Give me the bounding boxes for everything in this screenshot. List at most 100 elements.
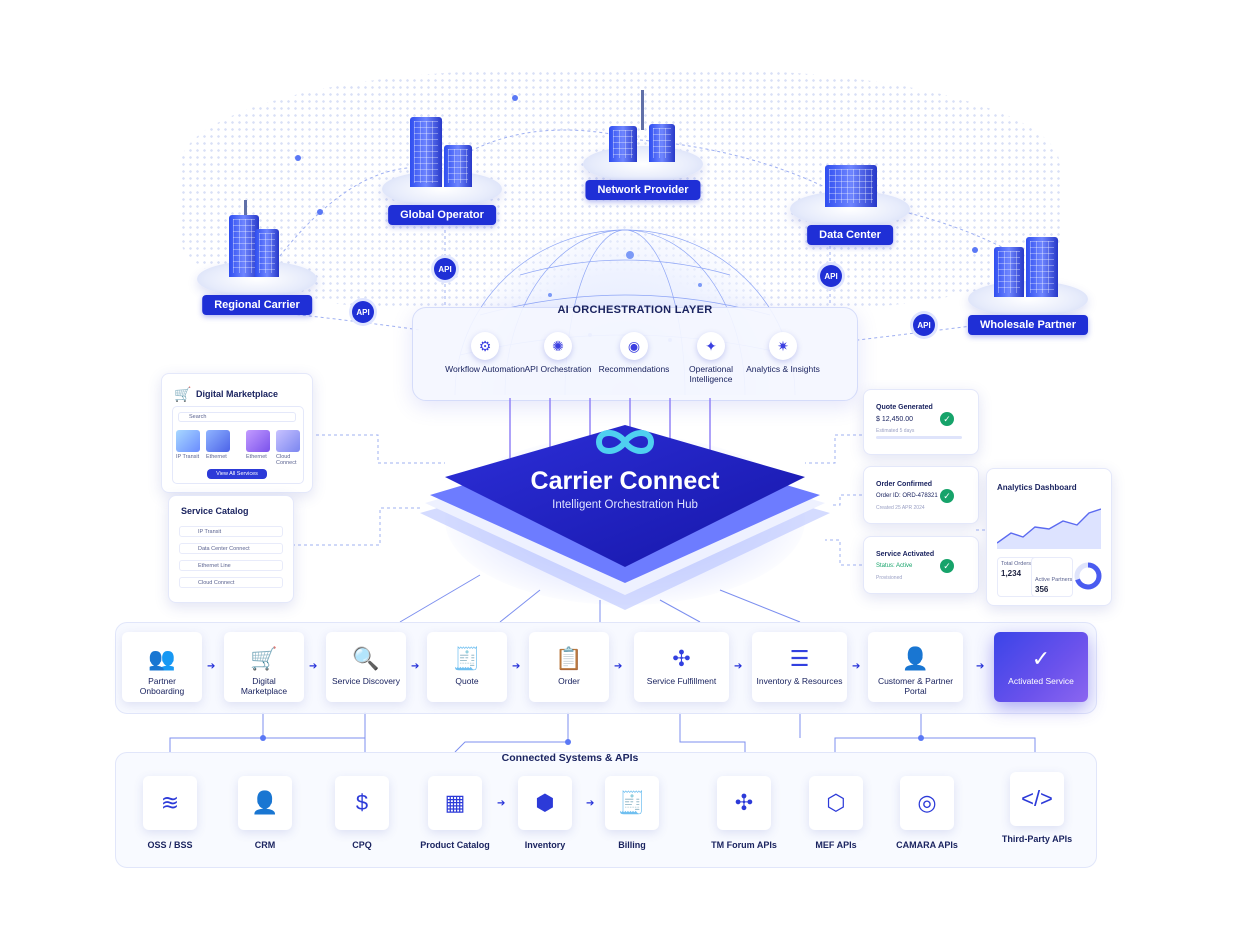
search-icon: 🔍	[352, 646, 380, 671]
recommendations[interactable]: ◉ Recommendations	[594, 332, 674, 374]
flow-label: Service Fulfillment	[646, 676, 717, 686]
active-partners-label: Active Partners	[1035, 577, 1073, 583]
tile-ip-transit[interactable]	[176, 430, 200, 452]
api-orchestration-label: API Orchestration	[524, 364, 592, 374]
flow-customer-partner-portal[interactable]: 👤 Customer & Partner Portal	[868, 632, 963, 702]
flow-label: Quote	[455, 676, 479, 686]
flow-activated-service[interactable]: ✓ Activated Service	[994, 632, 1088, 702]
oss-bss-icon[interactable]: ≋	[143, 776, 197, 830]
flow-quote[interactable]: 🧾 Quote	[427, 632, 507, 702]
operational-intelligence-label: Operational Intelligence	[689, 364, 733, 384]
arrow-right-icon: ➔	[512, 661, 521, 672]
arrow-right-icon: ➔	[734, 661, 743, 672]
tile-label: Ethernet	[206, 454, 227, 460]
status-title: Quote Generated	[876, 404, 933, 411]
operational-intelligence[interactable]: ✦ Operational Intelligence	[671, 332, 751, 384]
mef-hexagon-icon[interactable]: ⬡	[809, 776, 863, 830]
flow-label: Digital Marketplace	[240, 676, 288, 696]
flow-service-discovery[interactable]: 🔍 Service Discovery	[326, 632, 406, 702]
api-badge: API	[434, 258, 456, 280]
infinity-logo-icon	[595, 430, 655, 454]
system-label: Billing	[618, 840, 646, 850]
arrow-right-icon: ➔	[411, 661, 420, 672]
ai-orchestration-layer: AI ORCHESTRATION LAYER ⚙ Workflow Automa…	[412, 304, 858, 401]
product-catalog-grid-icon[interactable]: ▦	[428, 776, 482, 830]
tile-cloud-connect[interactable]	[276, 430, 300, 452]
workflow-automation[interactable]: ⚙ Workflow Automation	[445, 332, 525, 374]
data-center-node[interactable]: Data Center	[790, 135, 910, 245]
crm-user-icon[interactable]: 👤	[238, 776, 292, 830]
code-brackets-icon[interactable]: </>	[1010, 772, 1064, 826]
clipboard-icon: 📋	[555, 646, 583, 671]
catalog-item-ip-transit[interactable]: IP Transit	[179, 526, 283, 537]
regional-carrier-node[interactable]: Regional Carrier	[197, 200, 317, 315]
marketplace-search-input[interactable]: Search	[178, 412, 296, 422]
catalog-item-ethernet-line[interactable]: Ethernet Line	[179, 560, 283, 571]
flow-label: Service Discovery	[331, 676, 401, 686]
service-activated-card[interactable]: Service Activated Status: Active Provisi…	[863, 536, 979, 594]
recommendations-icon: ◉	[620, 332, 648, 360]
status-value: Order ID: ORD-478321	[876, 493, 938, 499]
analytics-dashboard-card[interactable]: Analytics Dashboard Total Orders 1,234 A…	[986, 468, 1112, 606]
regional-carrier-label: Regional Carrier	[202, 295, 312, 315]
tile-ethernet-2[interactable]	[246, 430, 270, 452]
system-label: Product Catalog	[420, 840, 490, 850]
flow-label: Activated Service	[1008, 676, 1074, 686]
total-orders-value: 1,234	[1001, 569, 1022, 578]
flow-service-fulfillment[interactable]: ✣ Service Fulfillment	[634, 632, 729, 702]
system-label: TM Forum APIs	[711, 840, 777, 850]
flow-label: Partner Onboarding	[139, 676, 185, 696]
arrow-right-icon: ➔	[497, 798, 506, 809]
status-sub: Estimated 5 days	[876, 428, 915, 434]
system-label: MEF APIs	[815, 840, 857, 850]
digital-marketplace-card[interactable]: 🛒 Digital Marketplace Search IP Transit …	[161, 373, 313, 493]
order-confirmed-card[interactable]: Order Confirmed Order ID: ORD-478321 Cre…	[863, 466, 979, 524]
flow-label: Order	[558, 676, 580, 686]
catalog-item-data-center-connect[interactable]: Data Center Connect	[179, 543, 283, 554]
network-icon: ✷	[769, 332, 797, 360]
tile-label: Ethernet	[246, 454, 267, 460]
active-partners-value: 356	[1035, 585, 1049, 594]
status-title: Order Confirmed	[876, 481, 933, 488]
status-value: Status: Active	[876, 563, 913, 569]
system-label: CPQ	[352, 840, 372, 850]
catalog-item-cloud-connect[interactable]: Cloud Connect	[179, 577, 283, 588]
global-operator-node[interactable]: Global Operator	[382, 115, 502, 225]
catalog-title: Service Catalog	[181, 506, 249, 516]
billing-receipt-icon[interactable]: 🧾	[605, 776, 659, 830]
analytics-line-chart	[997, 508, 1101, 549]
status-sub: Created 25 APR 2024	[876, 505, 925, 511]
tile-label: Cloud Connect	[276, 454, 297, 466]
brain-icon: ✦	[697, 332, 725, 360]
wholesale-partner-node[interactable]: Wholesale Partner	[968, 225, 1088, 335]
carrier-connect-hub[interactable]: Carrier Connect Intelligent Orchestratio…	[415, 395, 835, 620]
view-all-services-button[interactable]: View All Services	[207, 469, 267, 479]
arrow-right-icon: ➔	[586, 798, 595, 809]
flow-order[interactable]: 📋 Order	[529, 632, 609, 702]
flow-inventory-resources[interactable]: ☰ Inventory & Resources	[752, 632, 847, 702]
flow-partner-onboarding[interactable]: 👥 Partner Onboarding	[122, 632, 202, 702]
api-orchestration[interactable]: ✺ API Orchestration	[518, 332, 598, 374]
tile-label: IP Transit	[176, 454, 200, 460]
donut-chart	[1074, 562, 1102, 590]
cpq-dollar-icon[interactable]: $	[335, 776, 389, 830]
quote-generated-card[interactable]: Quote Generated $ 12,450.00 Estimated 5 …	[863, 389, 979, 455]
arrow-right-icon: ➔	[976, 661, 985, 672]
service-catalog-card[interactable]: Service Catalog IP Transit Data Center C…	[168, 495, 294, 603]
tm-forum-network-icon[interactable]: ✣	[717, 776, 771, 830]
tile-ethernet[interactable]	[206, 430, 230, 452]
network-provider-node[interactable]: Network Provider	[583, 90, 703, 200]
api-badge: API	[352, 301, 374, 323]
arrow-right-icon: ➔	[852, 661, 861, 672]
system-label: Inventory	[524, 840, 566, 850]
hub-subtitle: Intelligent Orchestration Hub	[552, 499, 698, 511]
flow-digital-marketplace[interactable]: 🛒 Digital Marketplace	[224, 632, 304, 702]
hub-title: Carrier Connect	[530, 467, 720, 495]
status-sub: Provisioned	[876, 575, 903, 581]
camara-orbit-icon[interactable]: ◎	[900, 776, 954, 830]
analytics-insights[interactable]: ✷ Analytics & Insights	[743, 332, 823, 374]
cart-icon: 🛒	[250, 646, 278, 671]
status-title: Service Activated	[876, 551, 935, 558]
arrow-right-icon: ➔	[309, 661, 318, 672]
inventory-boxes-icon[interactable]: ⬢	[518, 776, 572, 830]
